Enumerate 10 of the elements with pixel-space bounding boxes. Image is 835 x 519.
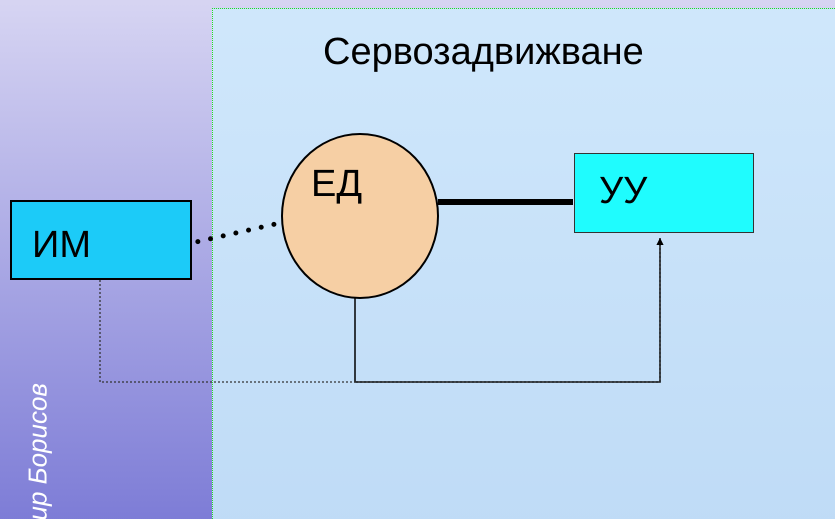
- arrow: [354, 238, 664, 383]
- node-label: УУ: [599, 170, 648, 213]
- process-box: [574, 153, 754, 233]
- dotted-connector: [99, 238, 664, 383]
- node-label: ИМ: [32, 224, 91, 267]
- connector-line: [438, 199, 573, 205]
- process-box: [10, 200, 192, 280]
- node-label: ЕД: [311, 163, 362, 206]
- group-panel: [212, 8, 835, 519]
- panel-title: Сервозадвижване: [323, 31, 644, 74]
